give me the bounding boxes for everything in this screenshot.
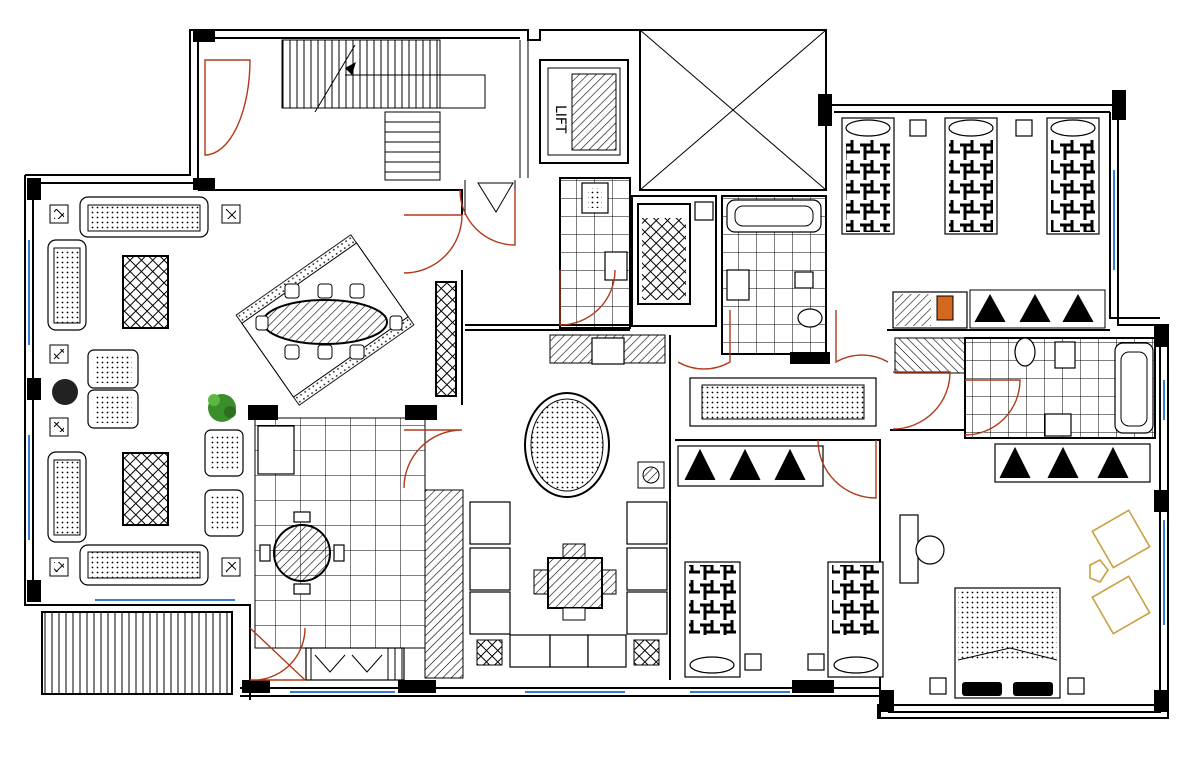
wall-cabinet (435, 281, 457, 397)
round-table (259, 511, 345, 595)
lift-label: LIFT (552, 105, 568, 134)
door-swings (204, 59, 1021, 681)
bedroom-triple (841, 117, 1110, 331)
plant-icon (52, 379, 236, 422)
structural-columns (27, 30, 1168, 712)
corridor-storage (689, 377, 877, 427)
bathroom-1 (559, 177, 631, 329)
hall-sofa-set (469, 501, 668, 668)
shaft-void (639, 29, 827, 191)
kitchen (41, 417, 464, 695)
bedroom-twin (675, 439, 884, 680)
master-bedroom (890, 429, 1151, 699)
central-hall (465, 324, 671, 680)
balcony-rail (41, 611, 233, 695)
windows (28, 170, 1165, 693)
living-room (47, 189, 463, 586)
armchair-pair (1089, 509, 1151, 635)
dining-table (235, 234, 415, 406)
bathroom-3 (894, 337, 1156, 439)
staircase (281, 39, 529, 215)
maid-room (631, 195, 717, 327)
bathroom-2 (721, 195, 827, 355)
lift: LIFT (539, 59, 629, 164)
